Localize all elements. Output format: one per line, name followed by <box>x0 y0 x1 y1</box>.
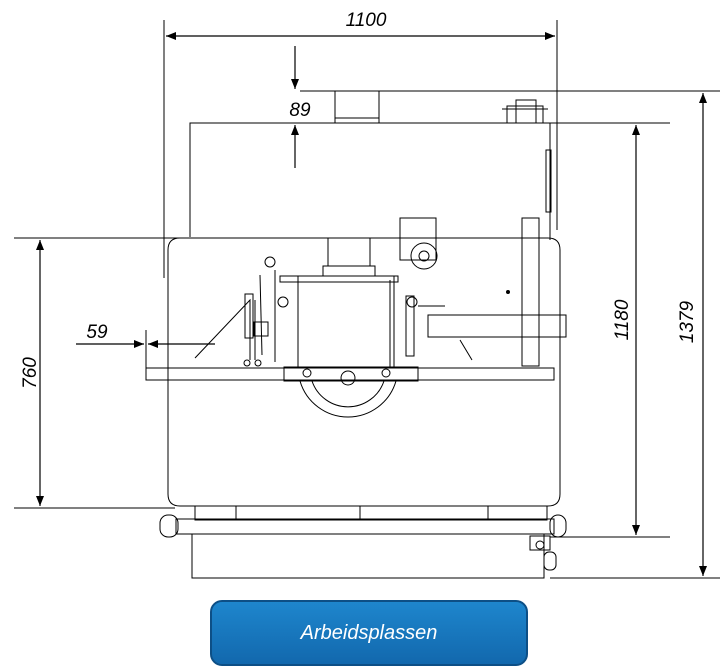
dimension-1180: 1180 <box>612 299 633 340</box>
arbeidsplassen-button-label: Arbeidsplassen <box>300 621 438 644</box>
extension-lines <box>14 20 720 579</box>
dimension-89: 89 <box>289 100 311 121</box>
dimension-1100: 1100 <box>346 10 387 31</box>
dimension-arrows <box>36 32 707 576</box>
dimension-59: 59 <box>86 322 108 343</box>
dimension-1379: 1379 <box>677 300 698 343</box>
dimension-760: 760 <box>20 357 41 389</box>
arbeidsplassen-button[interactable]: Arbeidsplassen <box>210 600 528 666</box>
machine-outline <box>145 90 567 579</box>
